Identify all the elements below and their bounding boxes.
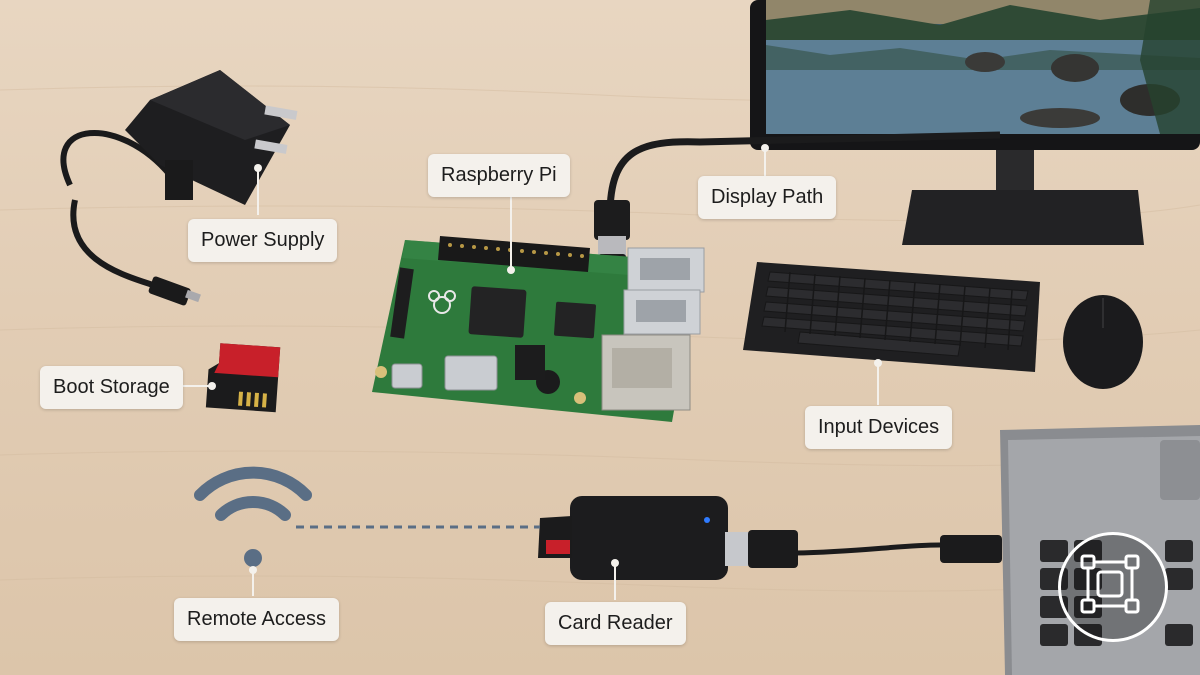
soc-chip	[468, 286, 527, 338]
micro-sd-card	[205, 343, 281, 413]
raspberry-logo-icon	[428, 290, 456, 314]
label-boot-storage: Boot Storage	[40, 366, 183, 409]
label-power-supply: Power Supply	[188, 219, 338, 262]
keyboard	[743, 262, 1040, 372]
gpio-header	[438, 236, 590, 272]
monitor	[750, 0, 1200, 245]
micro-usb-port	[391, 363, 423, 389]
card-reader	[538, 496, 798, 580]
ethernet-port	[601, 334, 691, 411]
display-cable	[606, 131, 1001, 216]
raspberry-pi-board	[372, 236, 705, 422]
usb-cable	[794, 542, 1000, 556]
label-remote-access: Remote Access	[174, 598, 339, 641]
power-adapter	[60, 70, 298, 306]
label-display-path: Display Path	[698, 176, 837, 219]
app-badge-icon[interactable]	[1058, 532, 1168, 642]
label-raspberry-pi: Raspberry Pi	[428, 154, 570, 197]
usb-ports	[623, 247, 705, 335]
app-badge-glyph	[1080, 554, 1140, 614]
label-input-devices: Input Devices	[805, 406, 953, 449]
wifi-icon	[194, 466, 312, 567]
status-led	[704, 517, 710, 523]
label-card-reader: Card Reader	[545, 602, 686, 645]
hdmi-port	[444, 355, 498, 391]
mouse	[1063, 295, 1143, 389]
